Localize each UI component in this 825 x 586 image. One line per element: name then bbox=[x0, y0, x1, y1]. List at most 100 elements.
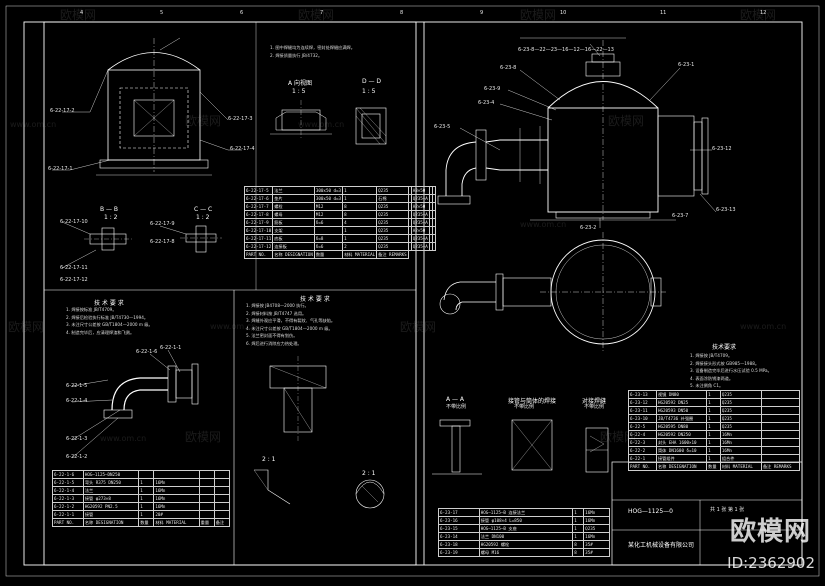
note-line: 1. 图中焊缝均为连续焊，密封处焊缝应满焊。 bbox=[270, 45, 355, 50]
watermark-site: www.om.cn bbox=[740, 322, 787, 331]
callout-label: 6-23-5 bbox=[434, 124, 451, 130]
callout-label: 6-22-17-10 bbox=[60, 219, 88, 225]
callout-label: 6-23-9 bbox=[484, 86, 501, 92]
view-a-drawing bbox=[270, 100, 332, 140]
bom-cell: 法兰 bbox=[272, 186, 315, 195]
bom-cell: 1 bbox=[138, 510, 155, 519]
bom-cell: HG20593 DN50 bbox=[655, 406, 708, 415]
bom-header-cell: PART NO. bbox=[243, 250, 274, 259]
note-line: 4. 制造完毕后，应清理焊渣和飞溅。 bbox=[66, 329, 135, 335]
view-weld2-sub: 不带比例 bbox=[584, 404, 605, 410]
bom-cell: 1 bbox=[706, 414, 721, 423]
bom-cell bbox=[431, 186, 436, 195]
sheet-note: 共 1 张 第 1 张 bbox=[710, 507, 745, 513]
callout-label: 6-22-1-5 bbox=[66, 383, 88, 389]
bom-cell: 1 bbox=[706, 446, 721, 455]
bom-cell bbox=[198, 486, 215, 495]
bom-header-cell: 备注 REMARKS bbox=[760, 462, 801, 471]
bom-cell: 垫片 bbox=[272, 194, 315, 203]
bom-cell: 弯头 R375 DN250 bbox=[82, 478, 140, 487]
bom-cell bbox=[760, 430, 801, 439]
bom-cell: 6-22-17-12 bbox=[243, 242, 274, 251]
bom-header-cell: 材料 MATERIAL bbox=[342, 250, 378, 259]
bom-cell: 6-23-18 bbox=[438, 540, 480, 549]
watermark-brand: 欧模网 bbox=[60, 8, 97, 22]
bom-header-cell: 数量 bbox=[706, 462, 721, 471]
bom-cell: Q235 bbox=[719, 398, 762, 407]
notes-left-bottom: 1. 焊接按标准 JB/T4709。 2. 焊接后检验执行标准 JB/T4730… bbox=[66, 306, 153, 336]
border-number: 9 bbox=[480, 10, 484, 16]
note-line: 3. 焊缝外观应平滑，不得有裂纹、气孔等缺陷。 bbox=[246, 318, 336, 323]
detail-scale-a: 2 : 1 bbox=[262, 456, 276, 463]
note-line: 3. 设备制造完毕后进行水压试验 0.5 MPa。 bbox=[690, 368, 772, 373]
bom-cell bbox=[431, 234, 436, 243]
bom-cell bbox=[760, 454, 801, 463]
bom-cell: 16Mn bbox=[153, 494, 200, 503]
bom-cell: 接管组件 bbox=[655, 454, 708, 463]
view-a-title: A 向视图 bbox=[288, 80, 313, 87]
callout-label: 6-23-12 bbox=[712, 146, 732, 152]
bom-cell: 1 bbox=[706, 422, 721, 431]
bom-cell: 16Mn bbox=[583, 532, 610, 541]
bom-cell: 16Mn bbox=[583, 508, 610, 517]
bom-header-cell: 材料 MATERIAL bbox=[153, 518, 200, 527]
bom-cell: 6-23-13 bbox=[628, 390, 657, 399]
bom-cell: 底板 bbox=[272, 234, 315, 243]
view-aa-sub: 不带比例 bbox=[446, 404, 467, 410]
bom-cell: 6-22-17-7 bbox=[243, 202, 274, 211]
bom-cell: 6-23-16 bbox=[438, 516, 480, 525]
bom-cell: Q235—A bbox=[410, 242, 430, 251]
bom-cell bbox=[760, 422, 801, 431]
bom-cell: 1 bbox=[706, 430, 721, 439]
callout-label: 6-22-1-6 bbox=[136, 349, 158, 355]
company-name: 某化工机械设备有限公司 bbox=[628, 542, 695, 549]
bom-cell: δ=6 bbox=[313, 218, 344, 227]
bom-cell bbox=[213, 510, 231, 519]
detail-scale-b: 2 : 1 bbox=[362, 470, 376, 477]
bom-cell: Q235 bbox=[376, 218, 409, 227]
bom-cell: Q235 bbox=[376, 234, 409, 243]
bom-cell: 视镜 DN80 bbox=[655, 390, 708, 399]
bom-cell: 16Mn bbox=[583, 516, 610, 525]
watermark-site: www.om.cn bbox=[10, 120, 57, 129]
bom-cell bbox=[760, 406, 801, 415]
bom-cell: 6-23-15 bbox=[438, 524, 480, 533]
callout-label: 6-22-1-4 bbox=[66, 398, 88, 404]
bom-cell: 6-22-2 bbox=[628, 446, 657, 455]
notes-right: 1. 焊接按 JB/T4709。 2. 焊接接头形式按 GB985—1988。 … bbox=[690, 352, 772, 390]
bom-cell: Q235—A bbox=[410, 234, 430, 243]
bom-cell bbox=[760, 414, 801, 423]
bom-cell: Q235 bbox=[376, 226, 409, 235]
bom-cell: 35# bbox=[583, 548, 610, 557]
bom-cell: 2 bbox=[342, 242, 378, 251]
bom-cell bbox=[198, 510, 215, 519]
bom-cell: 接管 bbox=[82, 510, 140, 519]
bom-cell: Q235 bbox=[376, 242, 409, 251]
bom-cell bbox=[213, 470, 231, 479]
callout-label: 6-23-8 bbox=[500, 65, 517, 71]
bom-cell: 1 bbox=[342, 186, 378, 195]
bom-cell: 20# bbox=[153, 510, 200, 519]
bom-cell bbox=[760, 446, 801, 455]
bom-cell: 1 bbox=[706, 406, 721, 415]
border-number: 7 bbox=[320, 10, 324, 16]
bom-cell: M12 bbox=[313, 210, 344, 219]
note-line: 4. 表面涂防锈漆两道。 bbox=[690, 375, 734, 381]
bom-cell: 1 bbox=[138, 486, 155, 495]
bom-cell bbox=[198, 502, 215, 511]
bom-cell bbox=[760, 398, 801, 407]
watermark-brand: 欧模网 bbox=[740, 8, 777, 22]
view-c-scale: 1 : 2 bbox=[196, 214, 210, 221]
bom-cell: 6-22-17-8 bbox=[243, 210, 274, 219]
bom-cell: 石棉 bbox=[376, 194, 409, 203]
bom-cell: 6-22-17-10 bbox=[243, 226, 274, 235]
bom-cell: 1 bbox=[572, 516, 585, 525]
